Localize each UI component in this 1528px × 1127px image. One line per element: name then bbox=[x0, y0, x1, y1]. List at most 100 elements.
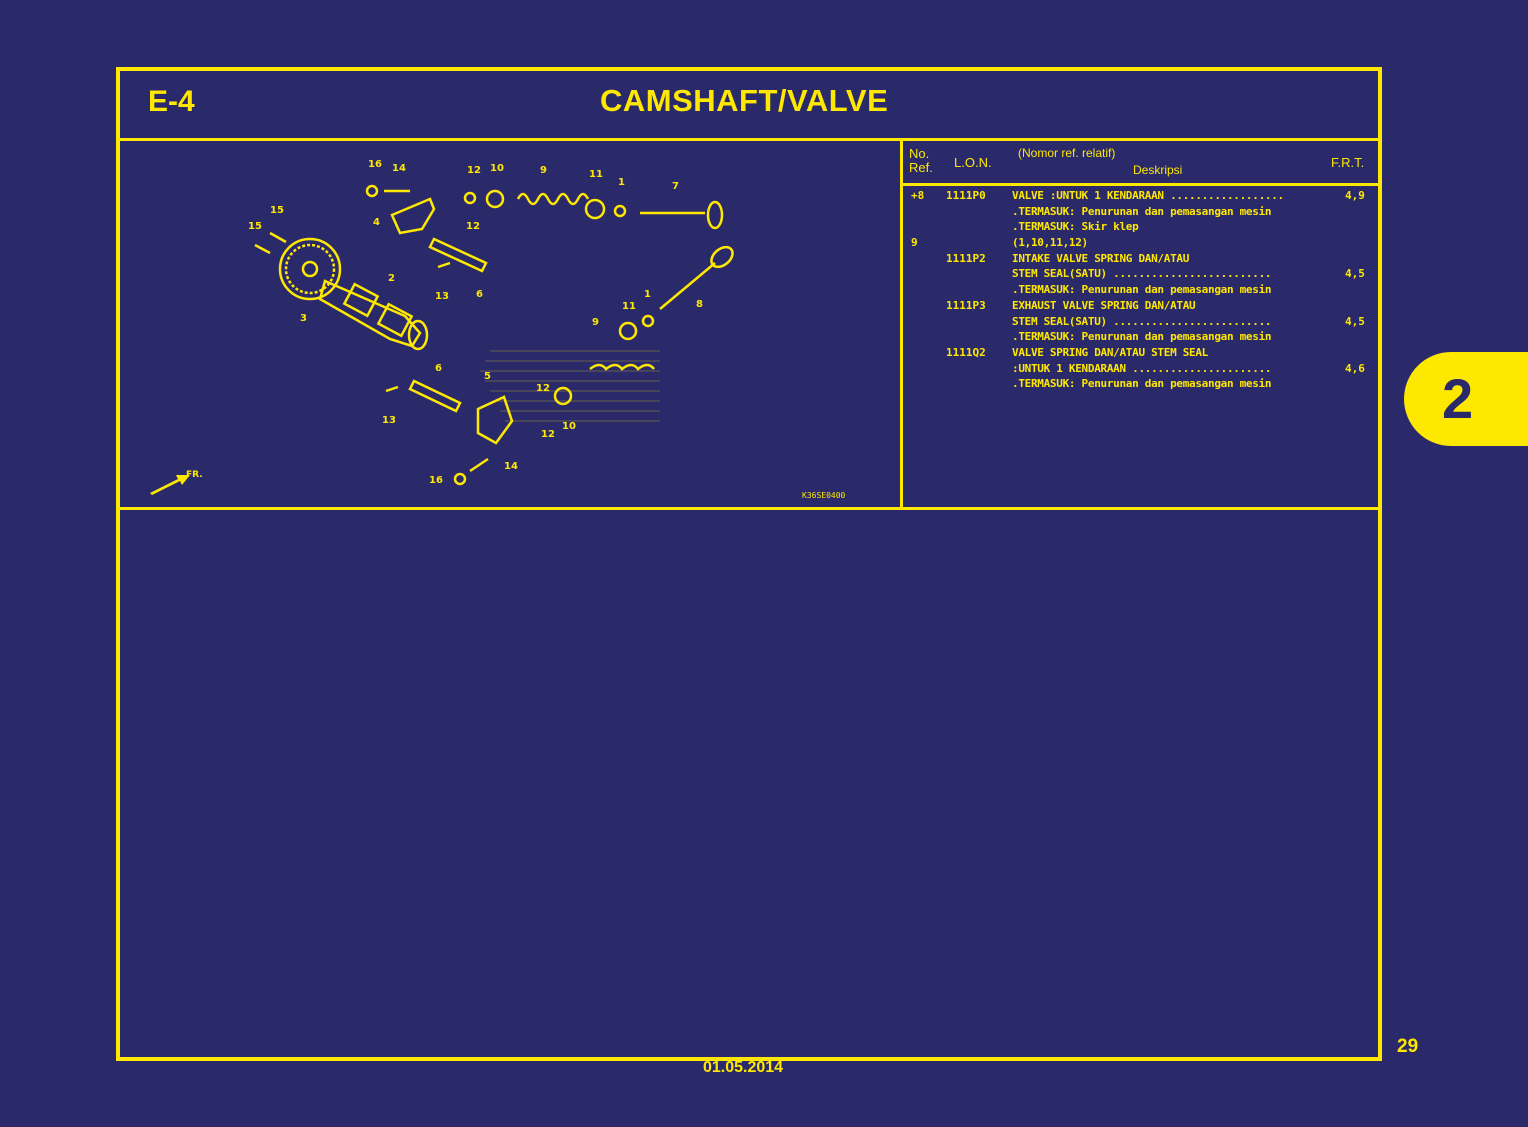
desc-cell: VALVE SPRING DAN/ATAU STEM SEAL bbox=[1012, 345, 1208, 359]
callout: 11 bbox=[622, 301, 636, 312]
ref-cell: +8 bbox=[911, 189, 925, 202]
callout: 9 bbox=[540, 165, 547, 176]
table-row: 1111P3 EXHAUST VALVE SPRING DAN/ATAU bbox=[903, 299, 1378, 315]
desc-cell: INTAKE VALVE SPRING DAN/ATAU bbox=[1012, 251, 1190, 265]
header-lon: L.O.N. bbox=[954, 155, 992, 170]
lon-cell: 1111P3 bbox=[946, 298, 986, 312]
page-number: 29 bbox=[1397, 1036, 1419, 1057]
callout: 1 bbox=[618, 177, 625, 188]
table-row: 9 (1,10,11,12) bbox=[903, 236, 1378, 252]
desc-cell: VALVE :UNTUK 1 KENDARAAN ...............… bbox=[1012, 189, 1284, 202]
callout: 11 bbox=[589, 169, 603, 180]
callout: 12 bbox=[536, 383, 550, 394]
frt-cell: 4,9 bbox=[1345, 189, 1365, 202]
parts-list-header: No. Ref. L.O.N. (Nomor ref. relatif) Des… bbox=[903, 141, 1378, 186]
diagram-code: K36SE0400 bbox=[802, 491, 846, 500]
rocker-arm-top bbox=[390, 197, 436, 235]
desc-cell: .TERMASUK: Skir klep bbox=[1012, 220, 1139, 234]
callout: 6 bbox=[435, 363, 442, 374]
callout: 15 bbox=[248, 221, 262, 232]
frt-cell: 4,5 bbox=[1345, 314, 1365, 328]
header-nomor: (Nomor ref. relatif) bbox=[1018, 146, 1116, 160]
screw-14-bottom bbox=[469, 457, 489, 473]
chapter-tab-label: 2 bbox=[1442, 367, 1474, 430]
nut-16-bottom bbox=[453, 472, 467, 486]
rocker-shaft-top bbox=[428, 237, 488, 273]
bolt-15a bbox=[254, 243, 271, 255]
frt-cell: 4,6 bbox=[1345, 361, 1365, 375]
valve-spring-bottom bbox=[589, 363, 655, 371]
callout: 13 bbox=[435, 291, 449, 302]
callout: 7 bbox=[672, 181, 679, 192]
header-ref: Ref. bbox=[909, 160, 933, 175]
callout: 3 bbox=[300, 313, 307, 324]
callout: 8 bbox=[696, 299, 703, 310]
bolt-15b bbox=[269, 231, 287, 244]
parts-list: No. Ref. L.O.N. (Nomor ref. relatif) Des… bbox=[903, 141, 1378, 510]
callout: 9 bbox=[592, 317, 599, 328]
section-code: E-4 bbox=[148, 85, 195, 118]
callout: 14 bbox=[504, 461, 518, 472]
table-row: +8 1111P0 VALVE :UNTUK 1 KENDARAAN .......… bbox=[903, 189, 1378, 205]
callout: 10 bbox=[490, 163, 504, 174]
desc-cell: .TERMASUK: Penurunan dan pemasangan mesi… bbox=[1012, 283, 1272, 297]
callout: 12 bbox=[467, 165, 481, 176]
header-no-ref: No. Ref. bbox=[909, 147, 933, 175]
desc-cell: (1,10,11,12) bbox=[1012, 236, 1088, 250]
table-row: 1111P2 INTAKE VALVE SPRING DAN/ATAU bbox=[903, 252, 1378, 268]
header-no: No. bbox=[909, 146, 930, 161]
chapter-tab[interactable]: 2 bbox=[1404, 352, 1528, 446]
callout: 16 bbox=[368, 159, 382, 170]
front-label: FR. bbox=[186, 470, 203, 480]
callout: 12 bbox=[466, 221, 480, 232]
desc-cell: STEM SEAL(SATU) ........................… bbox=[1012, 314, 1272, 328]
table-row: .TERMASUK: Penurunan dan pemasangan mesi… bbox=[903, 205, 1378, 221]
lon-cell: 1111P0 bbox=[946, 189, 986, 202]
callout: 14 bbox=[392, 163, 406, 174]
cylinder-head-shading bbox=[480, 350, 660, 422]
valve-spring-top bbox=[516, 192, 590, 206]
header-deskripsi: Deskripsi bbox=[1133, 163, 1183, 177]
table-row: .TERMASUK: Penurunan dan pemasangan mesi… bbox=[903, 283, 1378, 299]
rocker-arm-bottom bbox=[476, 395, 514, 445]
table-row: :UNTUK 1 KENDARAAN .....................… bbox=[903, 362, 1378, 378]
table-row: .TERMASUK: Penurunan dan pemasangan mesi… bbox=[903, 330, 1378, 346]
desc-cell: STEM SEAL(SATU) ........................… bbox=[1012, 267, 1272, 281]
cam-gear bbox=[278, 237, 342, 301]
desc-cell: .TERMASUK: Penurunan dan pemasangan mesi… bbox=[1012, 377, 1272, 391]
page-title: CAMSHAFT/VALVE bbox=[600, 83, 889, 118]
callout: 6 bbox=[476, 289, 483, 300]
table-row: STEM SEAL(SATU) ........................… bbox=[903, 267, 1378, 283]
table-row: STEM SEAL(SATU) ........................… bbox=[903, 315, 1378, 331]
callout: 13 bbox=[382, 415, 396, 426]
ref-cell: 9 bbox=[911, 236, 918, 250]
table-row: .TERMASUK: Skir klep bbox=[903, 220, 1378, 236]
nut-16 bbox=[365, 184, 379, 198]
header-frt: F.R.T. bbox=[1331, 155, 1365, 170]
page-frame: E-4 CAMSHAFT/VALVE bbox=[116, 67, 1382, 1061]
retainer-10 bbox=[485, 189, 505, 209]
desc-cell: .TERMASUK: Penurunan dan pemasangan mesi… bbox=[1012, 330, 1272, 344]
callout: 15 bbox=[270, 205, 284, 216]
table-row: .TERMASUK: Penurunan dan pemasangan mesi… bbox=[903, 377, 1378, 393]
callout: 2 bbox=[388, 273, 395, 284]
lon-cell: 1111Q2 bbox=[946, 345, 986, 359]
parts-list-body: +8 1111P0 VALVE :UNTUK 1 KENDARAAN .......… bbox=[903, 189, 1378, 393]
valve-8 bbox=[659, 262, 716, 310]
front-arrow-icon bbox=[150, 475, 190, 495]
callout: 10 bbox=[562, 421, 576, 432]
diagram-callouts: 16 14 12 10 9 11 1 7 15 15 4 12 2 13 6 8… bbox=[186, 159, 703, 486]
callout: 12 bbox=[541, 429, 555, 440]
diagram-drawing: 16 14 12 10 9 11 1 7 15 15 4 12 2 13 6 8… bbox=[150, 159, 734, 495]
desc-cell: :UNTUK 1 KENDARAAN .....................… bbox=[1012, 361, 1272, 375]
rocker-shaft-bottom bbox=[408, 379, 462, 413]
callout: 1 bbox=[644, 289, 651, 300]
desc-cell: .TERMASUK: Penurunan dan pemasangan mesi… bbox=[1012, 204, 1272, 218]
callout: 16 bbox=[429, 475, 443, 486]
lon-cell: 1111P2 bbox=[946, 251, 986, 265]
callout: 5 bbox=[484, 371, 491, 382]
table-row: 1111Q2 VALVE SPRING DAN/ATAU STEM SEAL bbox=[903, 346, 1378, 362]
frt-cell: 4,5 bbox=[1345, 267, 1365, 281]
desc-cell: EXHAUST VALVE SPRING DAN/ATAU bbox=[1012, 298, 1196, 312]
page-header: E-4 CAMSHAFT/VALVE bbox=[120, 71, 1378, 141]
